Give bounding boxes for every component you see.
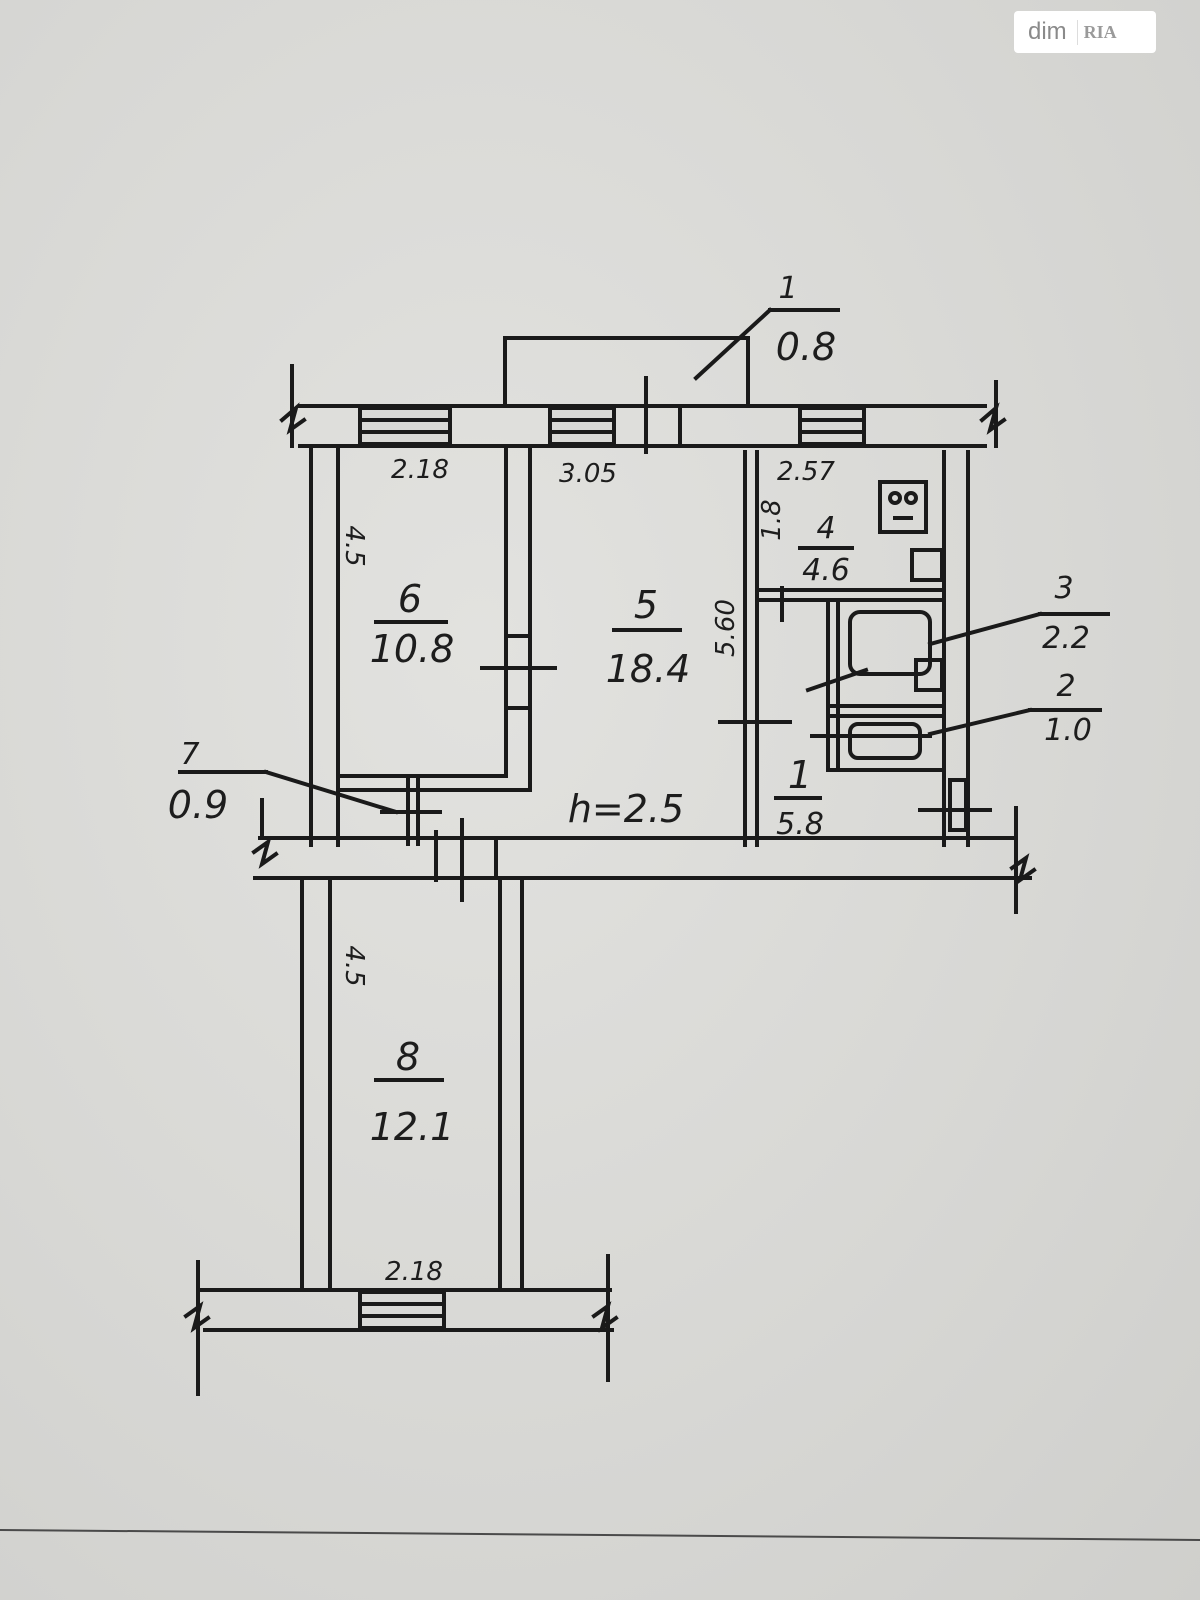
break-mark — [251, 837, 279, 869]
room8-area: 12.1 — [370, 1105, 455, 1149]
room8-number: 8 — [396, 1035, 420, 1079]
ceiling-height: h=2.5 — [568, 787, 684, 831]
page-edge-line — [0, 1529, 1200, 1541]
closet-number: 7 — [180, 737, 199, 772]
dimension-bath-width: 2.57 — [777, 457, 835, 487]
toilet — [848, 722, 922, 760]
room5-number: 5 — [634, 583, 658, 627]
break-mark — [591, 1301, 619, 1333]
room6-area: 10.8 — [370, 627, 455, 671]
wc-number: 2 — [1056, 669, 1075, 704]
bath-area: 2.2 — [1042, 621, 1090, 656]
dimension-kitchen-depth: 1.8 — [757, 499, 787, 540]
kitchen-number: 4 — [816, 511, 835, 546]
watermark-brand: dim — [1028, 18, 1067, 45]
dimension-room5-depth: 5.60 — [711, 599, 741, 657]
bath-number: 3 — [1054, 571, 1073, 606]
sink-icon — [910, 548, 944, 582]
dimension-room8-depth: 4.5 — [339, 945, 369, 986]
window-room6 — [358, 406, 452, 446]
room5-area: 18.4 — [606, 647, 691, 691]
window-room5 — [548, 406, 616, 446]
stove-icon — [878, 480, 928, 534]
dimension-room8-width: 2.18 — [385, 1257, 443, 1287]
room6-number: 6 — [398, 577, 422, 621]
balcony-area: 0.8 — [776, 325, 836, 369]
window-room8 — [358, 1290, 446, 1330]
wc-area: 1.0 — [1044, 713, 1092, 748]
watermark-brand-suffix: RIA — [1076, 19, 1123, 45]
kitchen-area: 4.6 — [802, 553, 850, 588]
window-kitchen — [798, 406, 866, 446]
dimension-room6-width: 2.18 — [391, 455, 449, 485]
break-mark — [1009, 853, 1037, 885]
balcony-outline — [503, 336, 750, 407]
closet-area: 0.9 — [168, 783, 228, 827]
hall-number: 1 — [788, 753, 812, 797]
break-mark — [979, 402, 1007, 435]
dimension-room5-width: 3.05 — [559, 459, 617, 489]
balcony-number: 1 — [778, 271, 797, 306]
hall-area: 5.8 — [776, 807, 824, 842]
watermark-logo: dim RIA — [1014, 11, 1156, 53]
dimension-room6-depth: 4.5 — [339, 525, 369, 566]
